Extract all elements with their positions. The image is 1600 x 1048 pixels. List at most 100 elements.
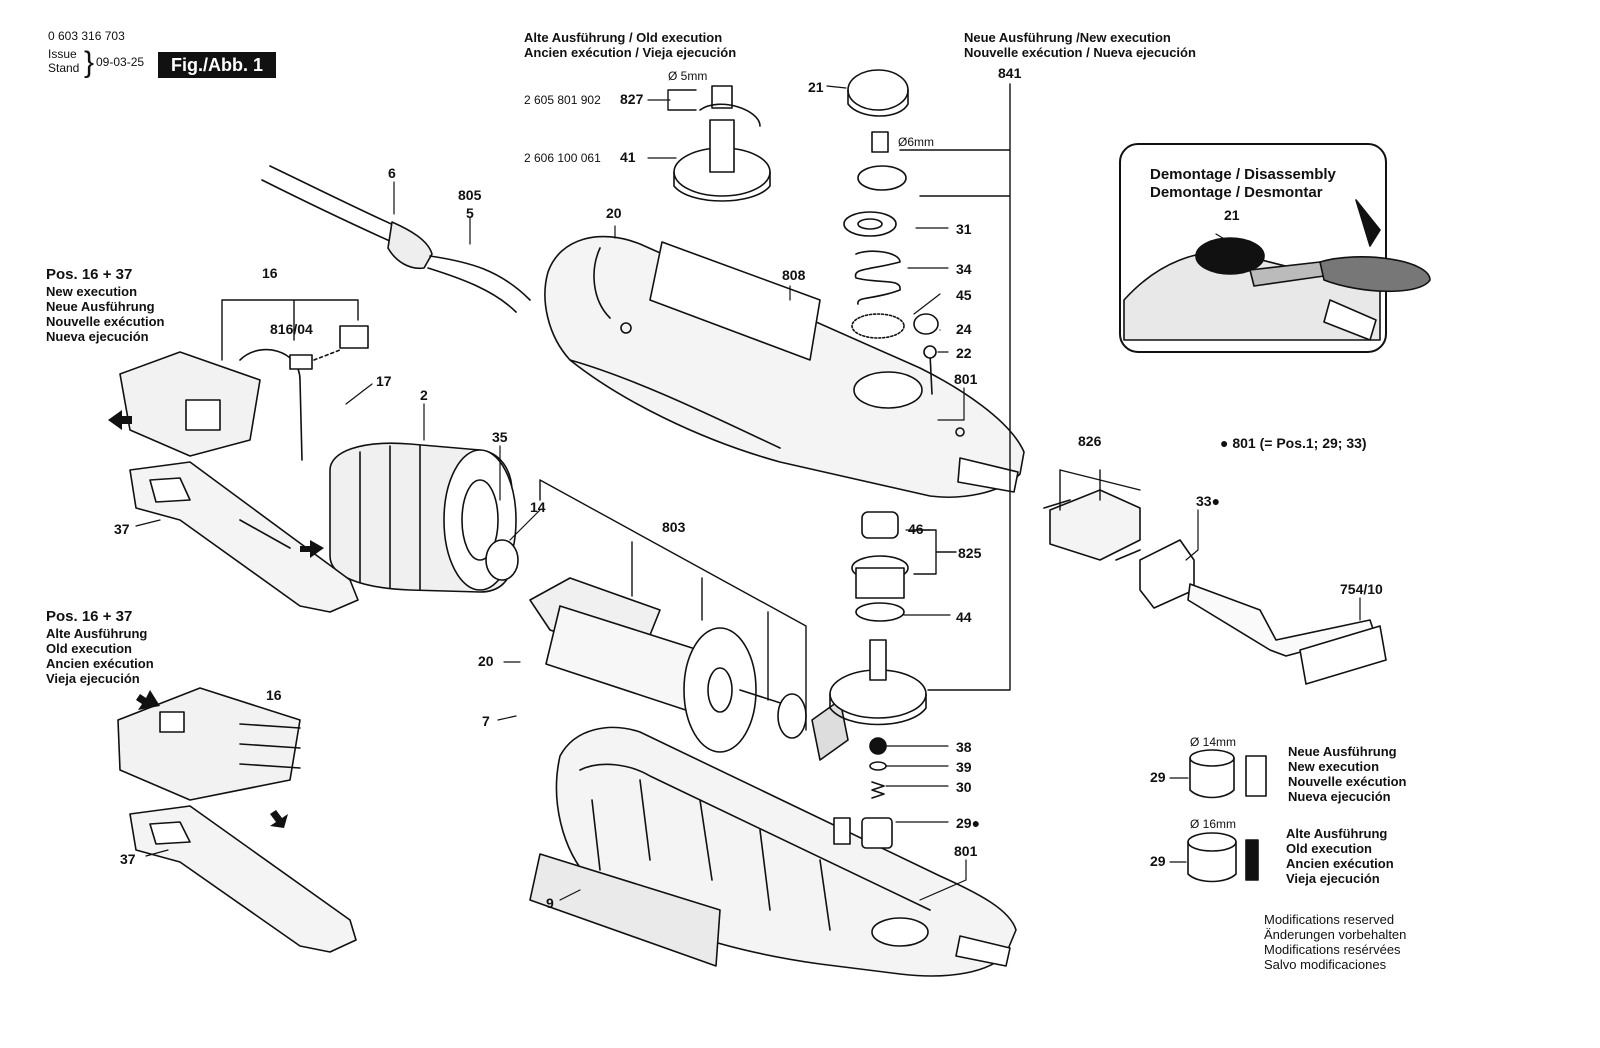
label-37-old: 37 <box>120 851 136 867</box>
label-33: 33● <box>1196 493 1221 509</box>
right-parts <box>1043 489 1387 685</box>
pos-new-block: Pos. 16 + 37 New execution Neue Ausführu… <box>46 266 164 344</box>
label-29-old: 29 <box>1150 853 1166 869</box>
bearing-diagrams <box>1187 749 1267 883</box>
dimension-5mm: Ø 5mm <box>668 69 708 83</box>
bearing-old-line-2: Old execution <box>1286 841 1372 856</box>
label-35: 35 <box>492 429 508 445</box>
brush-holder-old <box>117 687 301 801</box>
label-17: 17 <box>376 373 392 389</box>
bearing-old-block: Alte Ausführung Old execution Ancien exé… <box>1286 826 1394 886</box>
dimension-16mm: Ø 16mm <box>1190 817 1237 831</box>
disassembly-line-1: Demontage / Disassembly <box>1150 166 1336 183</box>
label-808: 808 <box>782 267 806 283</box>
part-number-41: 2 606 100 061 <box>524 151 601 165</box>
switch-rod-old <box>129 805 357 953</box>
label-39: 39 <box>956 759 972 775</box>
brace-glyph: } <box>84 46 95 79</box>
label-805: 805 <box>458 187 482 203</box>
arrows <box>108 410 324 828</box>
old-execution-line-2: Ancien exécution / Vieja ejecución <box>524 45 737 60</box>
bearing-new-line-4: Nueva ejecución <box>1288 789 1391 804</box>
note-801: ● 801 (= Pos.1; 29; 33) <box>1220 435 1367 451</box>
pos-new-line-3: Nouvelle exécution <box>46 314 165 329</box>
old-execution-heading: Alte Ausführung / Old execution Ancien e… <box>524 30 736 60</box>
label-16-old: 16 <box>266 687 282 703</box>
issue-date: 09-03-25 <box>96 55 145 69</box>
footer-notes: Modifications reserved Änderungen vorbeh… <box>1264 912 1406 972</box>
label-801-top: 801 <box>954 371 978 387</box>
dimension-14mm: Ø 14mm <box>1190 735 1237 749</box>
document-number: 0 603 316 703 <box>48 29 125 43</box>
power-cable <box>261 165 531 313</box>
label-9: 9 <box>546 895 554 911</box>
disassembly-title: Demontage / Disassembly Demontage / Desm… <box>1150 166 1336 202</box>
label-825: 825 <box>958 545 982 561</box>
stand-label: Stand <box>48 61 80 75</box>
gear-41 <box>673 85 771 202</box>
bearing-new-line-1: Neue Ausführung <box>1288 744 1397 759</box>
label-841: 841 <box>998 65 1022 81</box>
new-execution-line-2: Nouvelle exécution / Nueva ejecución <box>964 45 1196 60</box>
disassembly-part-21: 21 <box>1224 207 1240 223</box>
bearing-old-line-1: Alte Ausführung <box>1286 826 1388 841</box>
pos-old-block: Pos. 16 + 37 Alte Ausführung Old executi… <box>46 608 154 686</box>
bearing-new-line-2: New execution <box>1288 759 1380 774</box>
bearing-old-line-4: Vieja ejecución <box>1286 871 1380 886</box>
pos-new-title: Pos. 16 + 37 <box>46 266 133 283</box>
label-6: 6 <box>388 165 396 181</box>
label-803: 803 <box>662 519 686 535</box>
label-22: 22 <box>956 345 972 361</box>
footer-line-1: Modifications reserved <box>1264 912 1395 927</box>
disassembly-box <box>1119 143 1431 353</box>
brush-holder-new <box>119 325 369 461</box>
new-execution-line-1: Neue Ausführung /New execution <box>964 30 1171 45</box>
issue-label: Issue <box>48 47 77 61</box>
footer-line-4: Salvo modificaciones <box>1264 957 1387 972</box>
label-16-new: 16 <box>262 265 278 281</box>
label-14: 14 <box>530 499 546 515</box>
label-46: 46 <box>908 521 924 537</box>
pos-new-line-2: Neue Ausführung <box>46 299 155 314</box>
lower-housing <box>529 726 1017 977</box>
label-44: 44 <box>956 609 972 625</box>
upper-housing <box>544 235 1025 498</box>
label-7: 7 <box>482 713 490 729</box>
label-29-new: 29 <box>1150 769 1166 785</box>
pos-old-line-4: Vieja ejecución <box>46 671 140 686</box>
label-5: 5 <box>466 205 474 221</box>
bearing-old-line-3: Ancien exécution <box>1286 856 1394 871</box>
label-37-new: 37 <box>114 521 130 537</box>
pos-old-line-3: Ancien exécution <box>46 656 154 671</box>
pos-old-line-2: Old execution <box>46 641 132 656</box>
label-20-top: 20 <box>606 205 622 221</box>
label-31: 31 <box>956 221 972 237</box>
label-20-bottom: 20 <box>478 653 494 669</box>
spindle-parts <box>829 69 939 849</box>
part-number-827: 2 605 801 902 <box>524 93 601 107</box>
switch-rod-new <box>129 461 359 613</box>
bearing-new-line-3: Nouvelle exécution <box>1288 774 1407 789</box>
figure-label: Fig./Abb. 1 <box>158 52 276 78</box>
new-execution-heading: Neue Ausführung /New execution Nouvelle … <box>964 30 1196 60</box>
leader-lines <box>135 85 1361 901</box>
pos-new-line-4: Nueva ejecución <box>46 329 149 344</box>
label-827: 827 <box>620 91 644 107</box>
label-826: 826 <box>1078 433 1102 449</box>
disassembly-line-2: Demontage / Desmontar <box>1150 184 1323 201</box>
label-38: 38 <box>956 739 972 755</box>
footer-line-3: Modifications resérvées <box>1264 942 1401 957</box>
label-30: 30 <box>956 779 972 795</box>
label-21: 21 <box>808 79 824 95</box>
label-801-bottom: 801 <box>954 843 978 859</box>
pos-old-line-1: Alte Ausführung <box>46 626 148 641</box>
footer-line-2: Änderungen vorbehalten <box>1264 927 1407 942</box>
pos-new-line-1: New execution <box>46 284 138 299</box>
armature <box>485 539 849 761</box>
label-29-spindle: 29● <box>956 815 981 831</box>
bracket-lines <box>221 83 1141 731</box>
label-2: 2 <box>420 387 428 403</box>
label-754-10: 754/10 <box>1340 581 1383 597</box>
